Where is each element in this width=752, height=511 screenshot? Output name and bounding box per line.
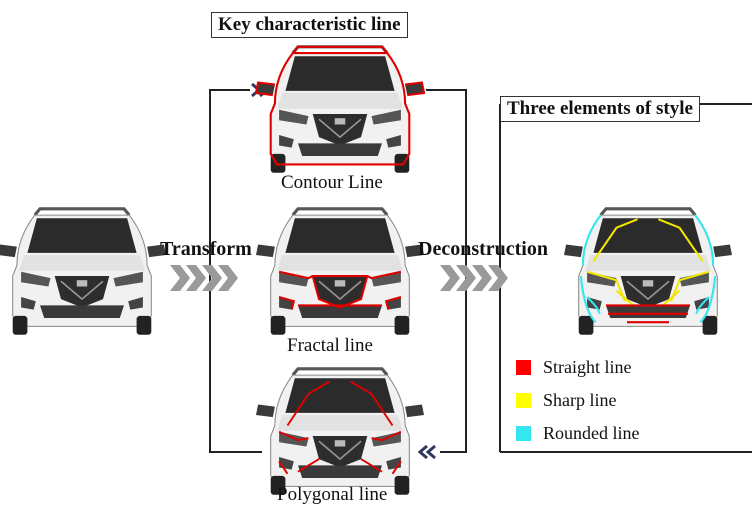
contour-line-caption: Contour Line: [281, 172, 383, 193]
car-original: [0, 207, 168, 337]
car-deconstructed: [562, 207, 734, 337]
car-polygonal: [254, 367, 426, 497]
legend-rounded-line: Rounded line: [516, 423, 640, 444]
transform-label: Transform: [160, 238, 252, 260]
deconstruction-arrows-icon: [440, 265, 508, 291]
transform-arrows-icon: [170, 265, 238, 291]
legend-label-sharp: Sharp line: [543, 390, 617, 410]
car-fractal: [254, 207, 426, 337]
fractal-line-caption: Fractal line: [287, 335, 373, 356]
car-contour: [254, 45, 426, 175]
navy-chevron-left-icon: [417, 444, 436, 460]
legend-sharp-line: Sharp line: [516, 390, 617, 411]
yellow-swatch-icon: [516, 393, 531, 408]
legend-label-rounded: Rounded line: [543, 423, 640, 443]
legend-straight-line: Straight line: [516, 357, 632, 378]
three-elements-of-style-title: Three elements of style: [500, 96, 700, 122]
left-bracket-line: [209, 89, 262, 453]
key-characteristic-line-title: Key characteristic line: [211, 12, 408, 38]
legend-label-straight: Straight line: [543, 357, 632, 377]
red-swatch-icon: [516, 360, 531, 375]
deconstruction-label: Deconstruction: [418, 238, 548, 260]
polygonal-line-caption: Polygonal line: [277, 484, 388, 505]
cyan-swatch-icon: [516, 426, 531, 441]
